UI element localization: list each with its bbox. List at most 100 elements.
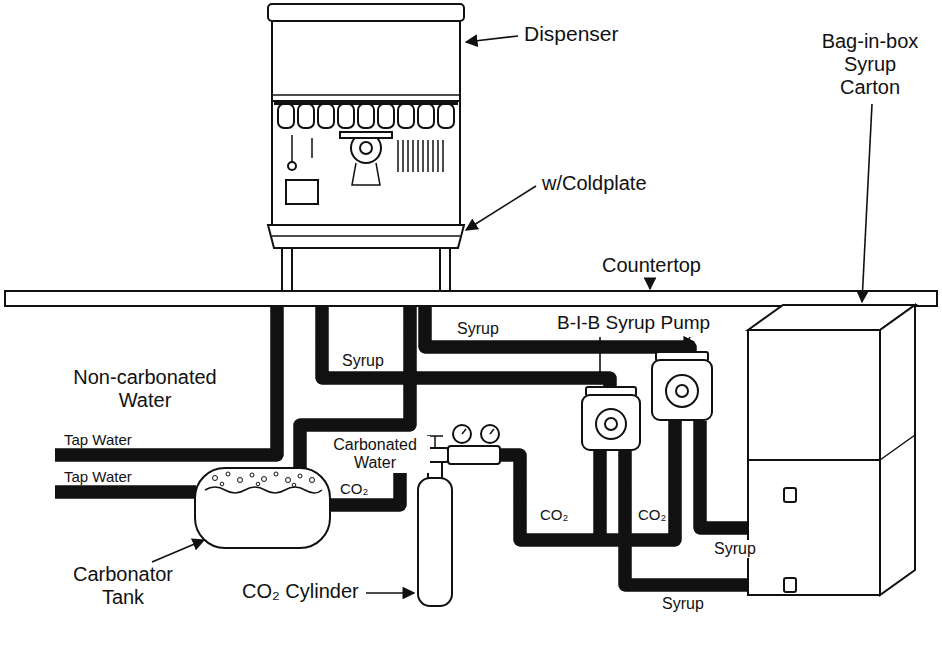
flow-arrow <box>321 422 327 428</box>
line-label: Tap Water <box>62 468 134 485</box>
label-box: Countertop <box>600 254 703 277</box>
flow-arrow <box>181 452 187 458</box>
bag-in-box-carton <box>880 305 915 595</box>
flow-arrow <box>673 344 679 350</box>
pipe <box>55 290 277 455</box>
flow-arrow <box>381 422 387 428</box>
dispenser <box>272 94 460 96</box>
bag-in-box-carton <box>748 330 880 460</box>
flow-arrow <box>407 328 413 334</box>
flow-arrow <box>161 452 167 458</box>
part-label: w/Coldplate <box>540 172 649 195</box>
syrup-pump <box>582 352 712 450</box>
flow-arrow <box>517 501 523 507</box>
label-box: Non-carbonated Water <box>60 366 230 412</box>
flow-arrow <box>141 489 147 495</box>
flow-arrow <box>513 344 519 350</box>
bag-in-box-carton <box>748 460 880 595</box>
label-box: Syrup <box>340 352 386 370</box>
dispenser <box>286 180 318 204</box>
flow-arrow <box>553 344 559 350</box>
carbonator-tank <box>195 468 330 548</box>
label-box: CO₂ Cylinder <box>240 580 361 603</box>
flow-arrow <box>397 479 403 485</box>
dispenser <box>272 21 460 101</box>
carbonator-tank <box>238 478 243 483</box>
part-label: Countertop <box>600 254 703 277</box>
flow-arrow <box>81 489 87 495</box>
flow-arrow <box>319 332 325 338</box>
dispenser <box>407 140 409 172</box>
flow-arrow <box>622 538 628 544</box>
flow-arrow <box>401 422 407 428</box>
flow-arrow <box>597 488 603 494</box>
flow-arrow <box>672 448 678 454</box>
flow-arrow <box>407 388 413 394</box>
dispenser <box>417 140 419 172</box>
dispenser <box>432 140 434 172</box>
syrup-pump <box>596 409 626 439</box>
flow-arrow <box>622 478 628 484</box>
flow-arrow <box>356 375 362 381</box>
flow-arrow <box>621 537 627 543</box>
line-label: CO₂ <box>636 506 668 523</box>
co2-cylinder <box>418 425 500 606</box>
label-box: Dispenser <box>522 22 621 46</box>
flow-arrow <box>340 502 346 508</box>
dispenser <box>397 140 399 172</box>
flow-arrow <box>101 489 107 495</box>
dispenser <box>318 104 334 128</box>
leader-line <box>466 36 518 42</box>
pipe <box>55 486 196 499</box>
pipe <box>594 451 607 540</box>
leader-line <box>649 280 651 289</box>
dispenser <box>282 248 292 291</box>
flow-arrow <box>516 375 522 381</box>
leader-line <box>684 337 690 349</box>
leader-line <box>152 36 872 593</box>
carbonator-tank <box>310 478 315 483</box>
flow-arrow <box>422 315 428 321</box>
line-label: Syrup <box>455 320 501 338</box>
flow-arrow <box>622 518 628 524</box>
carbonator-tank <box>213 476 218 481</box>
flow-arrow <box>274 345 280 351</box>
flow-arrow <box>658 582 664 588</box>
flow-arrow <box>561 537 567 543</box>
flow-arrow <box>597 468 603 474</box>
co2-cylinder <box>462 429 466 434</box>
flow-arrow <box>672 428 678 434</box>
flow-arrow <box>597 508 603 514</box>
flow-arrow <box>517 481 523 487</box>
flow-arrow <box>541 537 547 543</box>
flow-arrow <box>473 344 479 350</box>
flow-arrow <box>221 452 227 458</box>
flow-arrow <box>672 468 678 474</box>
flow-arrow <box>380 502 386 508</box>
flow-arrow <box>101 452 107 458</box>
flow-arrow <box>536 375 542 381</box>
dispenser <box>268 4 464 291</box>
label-box: Syrup <box>455 320 501 338</box>
dispenser <box>358 104 374 128</box>
flow-arrow <box>638 582 644 588</box>
countertop <box>5 291 937 306</box>
dispenser <box>268 4 464 21</box>
flow-arrow <box>622 458 628 464</box>
flow-arrow <box>297 438 303 444</box>
flow-arrow <box>456 375 462 381</box>
syrup-pump <box>652 360 712 420</box>
flow-arrow <box>661 537 667 543</box>
flow-arrow <box>633 344 639 350</box>
flow-arrow <box>697 499 703 505</box>
flow-arrow <box>672 488 678 494</box>
flow-arrow <box>341 422 347 428</box>
flow-arrow <box>121 452 127 458</box>
flow-arrow <box>361 422 367 428</box>
dispenser <box>422 140 424 172</box>
label-box: Carbonator Tank <box>58 563 188 609</box>
carbonator-tank <box>298 474 302 478</box>
flow-arrow <box>731 525 737 531</box>
part-label: Carbonator Tank <box>58 563 188 609</box>
label-box: Tap Water <box>62 431 134 449</box>
